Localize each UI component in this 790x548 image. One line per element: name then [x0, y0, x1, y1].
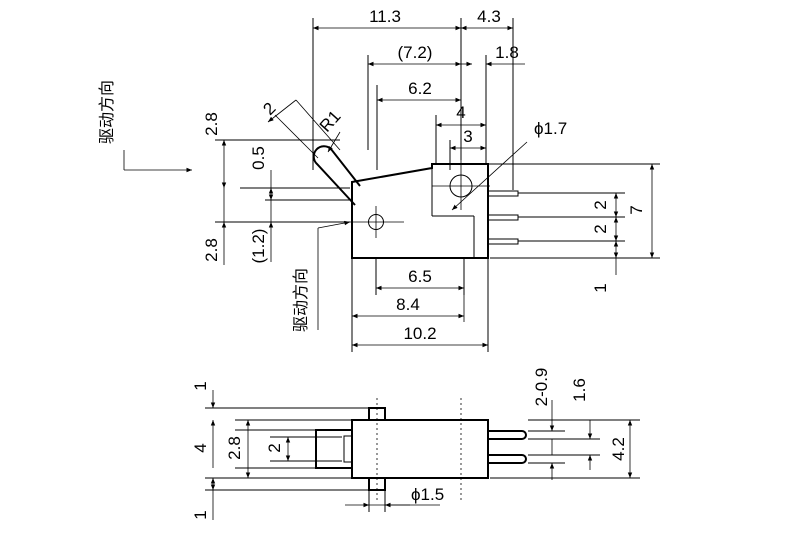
- terminal-pins: [487, 190, 519, 245]
- dim-text-8-4: 8.4: [396, 295, 420, 314]
- drive-direction-label-top: 驱动方向: [97, 80, 116, 144]
- dim-text-1: 1: [591, 283, 610, 292]
- dim-text-7: 7: [627, 205, 646, 214]
- dim-text-phi-1-7: ϕ1.7: [534, 119, 567, 138]
- dim-text-pitch-2a: 2: [591, 200, 610, 209]
- dim-text-v2: 2: [265, 443, 284, 452]
- bottom-view: 1 4 2.8 2 1 2-0.9 1.6 4.2 ϕ1.5: [191, 368, 640, 520]
- dim-text-v4: 4: [191, 443, 210, 452]
- dim-text-6-5: 6.5: [408, 267, 432, 286]
- bottom-actuator: [315, 429, 352, 469]
- dim-text-p4-2: 4.2: [609, 437, 628, 461]
- dim-text-11-3: 11.3: [369, 7, 401, 26]
- dim-text-7-2: (7.2): [398, 43, 433, 62]
- dim-text-phi-1-5: ϕ1.5: [411, 485, 444, 504]
- switch-body-outline: [351, 163, 489, 259]
- dim-text-2-8-top: 2.8: [202, 112, 221, 136]
- dim-text-3: 3: [463, 127, 472, 146]
- dim-text-pitch-2b: 2: [591, 224, 610, 233]
- dim-text-2-8-bottom: 2.8: [202, 238, 221, 262]
- dim-text-r1: R1: [316, 107, 345, 136]
- dim-text-0-5: 0.5: [249, 146, 268, 170]
- dim-text-p1-6: 1.6: [570, 378, 589, 402]
- dim-text-p2-0-9: 2-0.9: [532, 368, 551, 407]
- bottom-terminal-pins: [488, 430, 527, 464]
- dim-text-4-3: 4.3: [477, 7, 501, 26]
- dim-text-v2-8: 2.8: [225, 436, 244, 460]
- drive-direction-label-bottom: 驱动方向: [291, 268, 310, 332]
- dim-text-v1-top: 1: [191, 381, 210, 390]
- drive-direction-arrow-diagonal: [317, 220, 351, 229]
- dim-text-6-2: 6.2: [408, 79, 432, 98]
- dim-text-10-2: 10.2: [403, 324, 436, 343]
- bottom-body: [351, 419, 489, 479]
- dim-text-1-8: 1.8: [495, 43, 519, 62]
- top-view: 11.3 4.3 (7.2) 1.8 6.2 4 3 ϕ1.7 R1 2 2.8…: [97, 7, 660, 352]
- dim-text-4: 4: [456, 103, 465, 122]
- dim-text-v1-bottom: 1: [191, 510, 210, 519]
- actuator-lever: [312, 145, 361, 206]
- dim-text-1-2: (1.2): [249, 229, 268, 264]
